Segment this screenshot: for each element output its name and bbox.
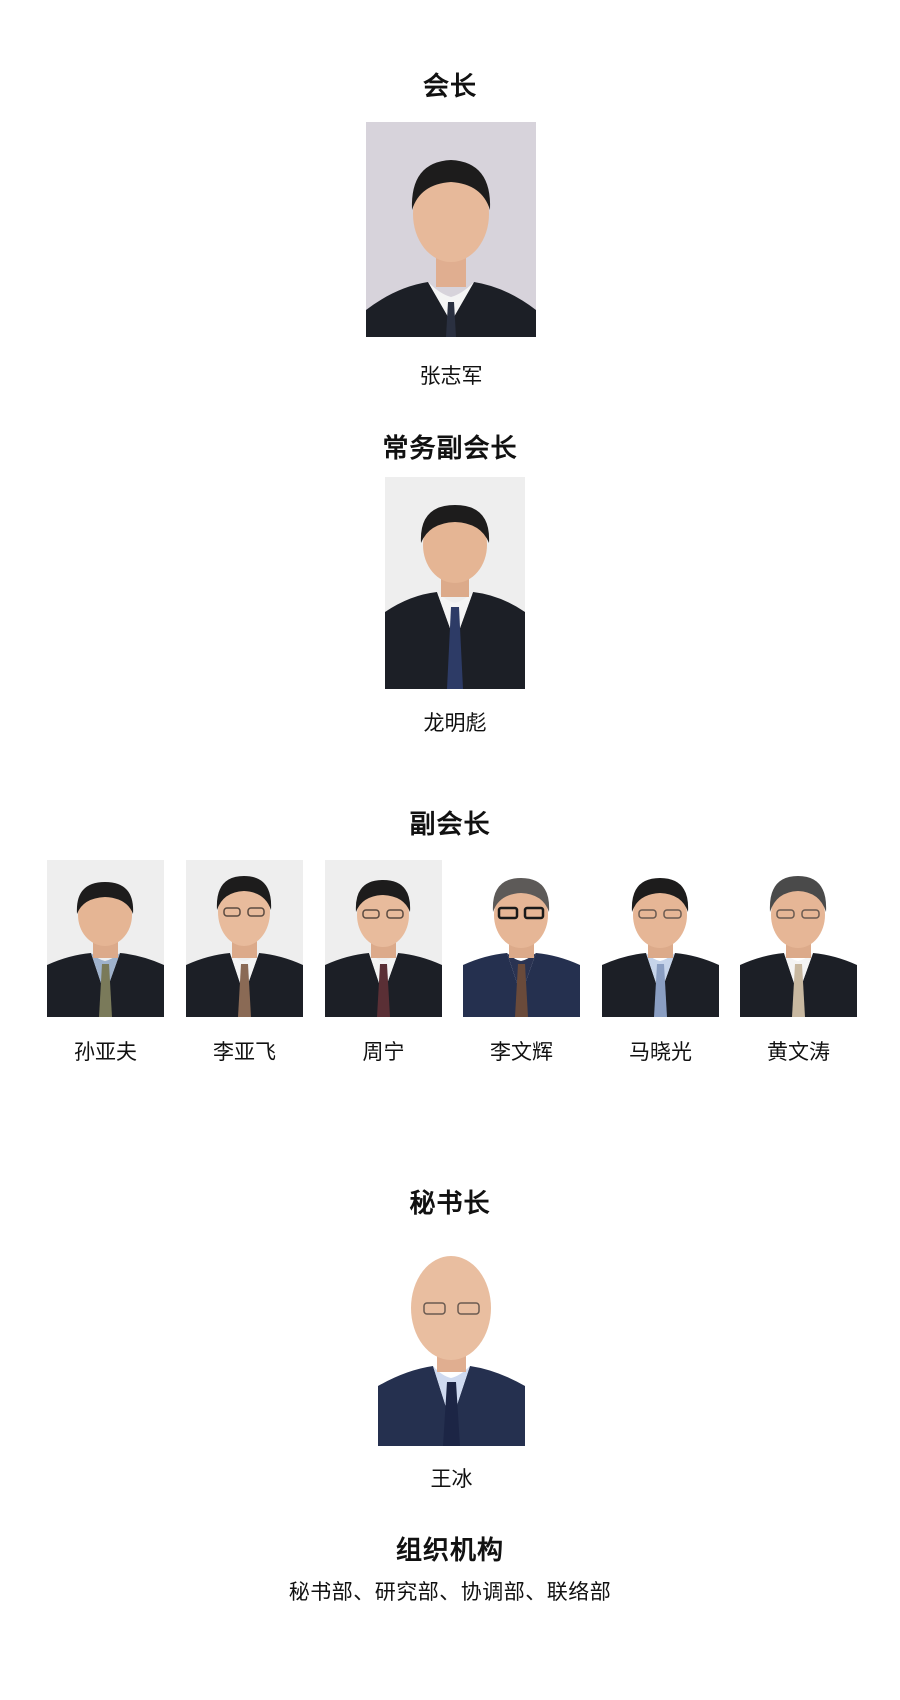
president-section-title: 会长	[422, 72, 477, 102]
vice-presidents-section-title: 副会长	[409, 810, 491, 840]
vice-president-name: 李亚飞	[213, 1040, 276, 1064]
vice-president-name: 孙亚夫	[74, 1040, 137, 1064]
vice-president-name: 黄文涛	[767, 1040, 830, 1064]
president-photo	[366, 122, 536, 337]
president-name: 张志军	[419, 364, 483, 388]
secretary-general-section-title: 秘书长	[409, 1189, 491, 1219]
vice-president-name: 周宁	[362, 1040, 405, 1064]
vice-president-photo	[325, 860, 442, 1017]
executive-vice-president-section-title: 常务副会长	[382, 434, 518, 464]
executive-vice-president-name: 龙明彪	[423, 711, 487, 735]
executive-vice-president-photo	[385, 477, 525, 689]
vice-president-photo	[740, 860, 857, 1017]
vice-president-name: 李文辉	[490, 1040, 553, 1064]
vice-president-photo	[186, 860, 303, 1017]
organization-section-title: 组织机构	[395, 1536, 504, 1566]
vice-president-photo	[47, 860, 164, 1017]
secretary-general-photo	[378, 1248, 525, 1446]
vice-president-photo	[602, 860, 719, 1017]
vice-president-photo	[463, 860, 580, 1017]
organization-departments: 秘书部、研究部、协调部、联络部	[288, 1580, 612, 1604]
vice-president-name: 马晓光	[629, 1040, 692, 1064]
secretary-general-name: 王冰	[430, 1467, 473, 1491]
